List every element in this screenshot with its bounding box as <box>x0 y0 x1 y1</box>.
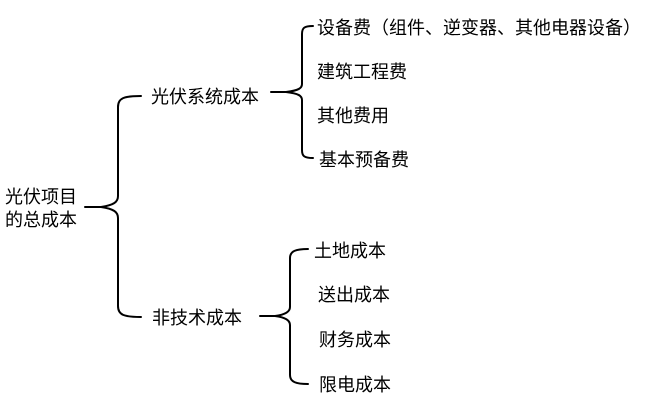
nontech-branch-brace <box>274 248 309 385</box>
leaf-node-other-expenses: 其他费用 <box>317 106 389 126</box>
branch-node-nontechnical-cost: 非技术成本 <box>152 308 242 328</box>
leaf-node-construction-cost: 建筑工程费 <box>317 62 407 82</box>
root-brace <box>100 95 142 318</box>
leaf-node-land-cost: 土地成本 <box>314 241 386 261</box>
leaf-node-curtailment-cost: 限电成本 <box>319 375 391 395</box>
branch-node-pv-system-cost: 光伏系统成本 <box>151 87 259 107</box>
leaf-node-basic-reserve-fee: 基本预备费 <box>319 150 409 170</box>
pv-branch-brace <box>285 25 314 159</box>
leaf-node-equipment-cost: 设备费（组件、逆变器、其他电器设备） <box>317 18 641 38</box>
root-node-total-cost: 光伏项目的总成本 <box>5 187 77 230</box>
leaf-node-financial-cost: 财务成本 <box>319 330 391 350</box>
leaf-node-transmission-cost: 送出成本 <box>318 285 390 305</box>
